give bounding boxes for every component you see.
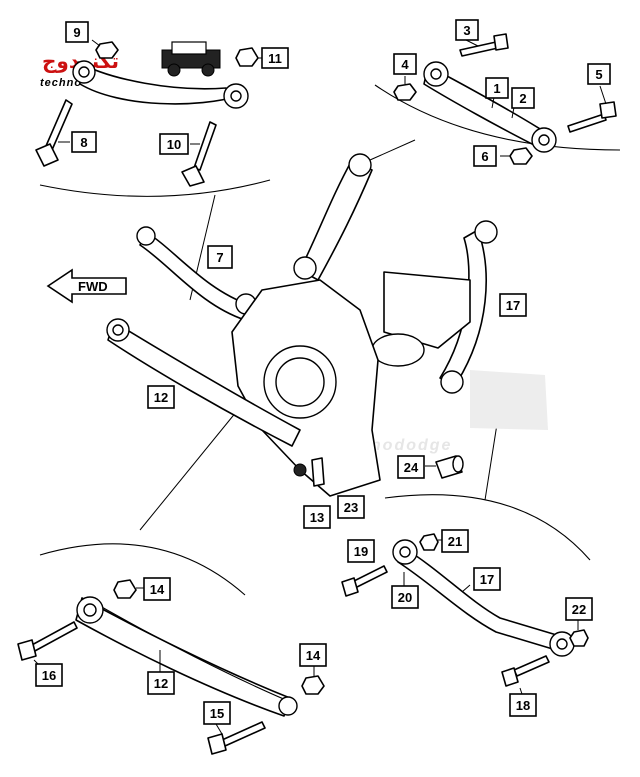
toe-link-detail [341,533,589,695]
svg-text:18: 18 [516,698,530,713]
nut-11 [235,47,265,67]
svg-text:15: 15 [210,706,224,721]
svg-text:9: 9 [73,25,80,40]
upper-control-arm-detail [35,39,265,187]
nut-22 [569,620,589,647]
nut-21 [419,533,446,551]
bolt-18 [501,655,550,695]
svg-text:24: 24 [404,460,419,475]
callout-17-top: 17 [499,293,527,317]
spring-seat [371,333,425,367]
callout-8: 8 [71,131,97,153]
nut-14-top [113,579,144,599]
svg-text:12: 12 [154,390,168,405]
svg-text:17: 17 [506,298,520,313]
callout-7: 7 [207,245,233,269]
nut-14-bottom [301,666,325,695]
spring-link-pan [383,271,471,349]
svg-text:12: 12 [154,676,168,691]
bolt-15 [207,721,266,755]
callout-13: 13 [303,505,331,529]
jeep-logo-icon [161,41,221,77]
toe-link-detail-body [397,547,561,651]
arc-bottom-right [384,494,591,561]
svg-text:13: 13 [310,510,324,525]
svg-text:11: 11 [268,51,282,66]
upper-arm-assembled [139,231,251,321]
svg-text:16: 16 [42,668,56,683]
callout-19: 19 [347,539,375,563]
bolt-10 [181,121,217,187]
upper-lateral-arm-assembled [299,159,373,281]
callout-14-bottom: 14 [299,643,327,667]
bolt-8 [35,99,73,167]
svg-text:19: 19 [354,544,368,559]
callout-11: 11 [261,47,289,69]
svg-text:5: 5 [595,67,602,82]
callout-12-bottom: 12 [147,671,175,695]
arc-top-left [39,179,271,197]
svg-text:4: 4 [401,57,409,72]
nut-9 [91,39,119,59]
svg-text:22: 22 [572,602,586,617]
svg-text:3: 3 [463,23,470,38]
callout-5: 5 [587,63,611,85]
svg-text:1: 1 [493,81,500,96]
bolt-19 [341,565,388,597]
svg-text:14: 14 [306,648,321,663]
callout-16: 16 [35,663,63,687]
svg-text:10: 10 [167,137,181,152]
callout-3: 3 [455,19,479,41]
callout-17-bottom: 17 [473,567,501,591]
fwd-label: FWD [78,279,108,294]
callout-24: 24 [397,455,425,479]
svg-text:21: 21 [448,534,462,549]
lower-control-arm-assembled [107,321,301,447]
detail-leaders [139,139,501,531]
callout-15: 15 [203,701,231,725]
callout-9: 9 [65,21,89,43]
callouts: 9 11 3 4 5 1 2 6 8 10 7 17 12 24 13 23 1… [35,19,611,725]
callout-18: 18 [509,693,537,717]
callout-12-top: 12 [147,385,175,409]
callout-2: 2 [511,87,535,109]
lower-arm-detail-body [75,597,291,717]
svg-text:2: 2 [519,91,526,106]
callout-1: 1 [485,77,509,99]
bolt-3 [459,33,509,57]
arc-bottom-left [39,543,246,596]
knuckle-assembly [106,153,498,497]
callout-21: 21 [441,529,469,553]
trailing-arm-assembled [439,229,487,385]
svg-text:20: 20 [398,590,412,605]
bolt-5 [567,85,617,133]
svg-text:17: 17 [480,572,494,587]
fwd-arrow-icon: FWD [46,268,127,304]
lateral-arm-detail [393,33,617,165]
callout-22: 22 [565,597,593,621]
bushing-24 [425,455,464,479]
svg-text:6: 6 [481,149,488,164]
callout-20: 20 [391,585,419,609]
bolt-16 [17,621,78,667]
svg-text:7: 7 [216,250,223,265]
nut-6 [500,147,533,165]
nut-4 [393,76,417,101]
callout-4: 4 [393,53,417,75]
callout-14-top: 14 [143,577,171,601]
lower-arm-detail [17,579,325,755]
svg-text:23: 23 [344,500,358,515]
svg-text:8: 8 [80,135,87,150]
callout-6: 6 [473,145,497,167]
callout-23: 23 [337,495,365,519]
bolt-13-assembled [293,457,325,487]
svg-text:14: 14 [150,582,165,597]
callout-10: 10 [159,133,189,155]
